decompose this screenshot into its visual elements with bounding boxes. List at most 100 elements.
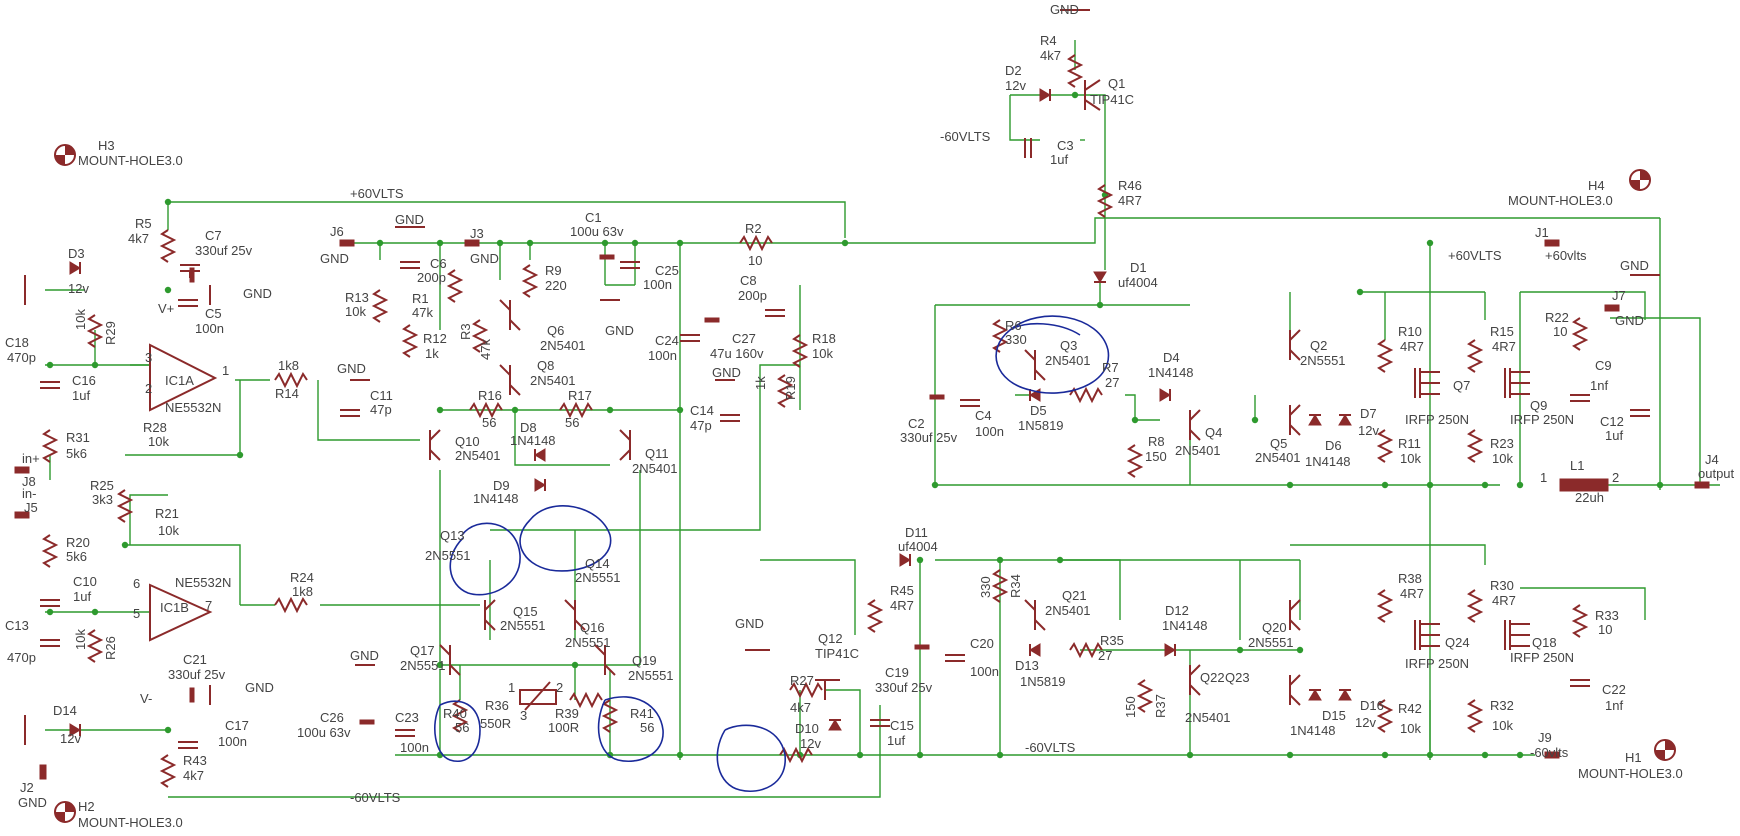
c13-value: 470p — [7, 650, 36, 665]
r9-ref: R9 — [545, 263, 562, 278]
r23-ref: R23 — [1490, 436, 1514, 451]
r27-ref: R27 — [790, 673, 814, 688]
l1-ref: L1 — [1570, 458, 1584, 473]
q18-value: IRFP 250N — [1510, 650, 1574, 665]
r33-value: 10 — [1598, 622, 1612, 637]
r11-value: 10k — [1400, 451, 1421, 466]
r7-ref: R7 — [1102, 360, 1119, 375]
q10-ref: Q10 — [455, 434, 480, 449]
q3-value: 2N5401 — [1045, 353, 1091, 368]
h3-ref: H3 — [98, 138, 115, 153]
h4-type: MOUNT-HOLE3.0 — [1508, 193, 1613, 208]
r4-value: 4k7 — [1040, 48, 1061, 63]
j8-ref: J8 — [22, 474, 36, 489]
q12-value: TIP41C — [815, 646, 859, 661]
r2-value: 10 — [748, 253, 762, 268]
r43-ref: R43 — [183, 753, 207, 768]
c11-ref: C11 — [370, 388, 393, 403]
c7-value: 330uf 25v — [195, 243, 253, 258]
d14-value: 12v — [60, 731, 81, 746]
d1-ref: D1 — [1130, 260, 1147, 275]
q23-ref: Q23 — [1225, 670, 1250, 685]
q20-value: 2N5551 — [1248, 635, 1294, 650]
c5-value: 100n — [195, 321, 224, 336]
r24-ref: R24 — [290, 570, 314, 585]
ic1a-ref: IC1A — [165, 373, 194, 388]
c3-ref: C3 — [1057, 138, 1074, 153]
c24-ref: C24 — [655, 333, 679, 348]
c4-value: 100n — [975, 424, 1004, 439]
gnd-j7-top: GND — [1620, 258, 1649, 273]
c11-value: 47p — [370, 402, 392, 417]
c9-ref: C9 — [1595, 358, 1612, 373]
r42-ref: R42 — [1398, 701, 1422, 716]
r24-value: 1k8 — [292, 584, 313, 599]
q12-ref: Q12 — [818, 631, 843, 646]
r12-ref: R12 — [423, 331, 447, 346]
j4-label: output — [1698, 466, 1735, 481]
gnd-j6: GND — [320, 251, 349, 266]
r42-value: 10k — [1400, 721, 1421, 736]
r40-ref: R40 — [443, 706, 467, 721]
h1-type: MOUNT-HOLE3.0 — [1578, 766, 1683, 781]
d3-value: 12v — [68, 281, 89, 296]
r23-value: 10k — [1492, 451, 1513, 466]
q16-ref: Q16 — [580, 620, 605, 635]
j2-label: GND — [18, 795, 47, 810]
c6-ref: C6 — [430, 256, 447, 271]
d16-ref: D16 — [1360, 698, 1384, 713]
c21-value: 330uf 25v — [168, 667, 226, 682]
c19-value: 330uf 25v — [875, 680, 933, 695]
d7-value: 12v — [1358, 423, 1379, 438]
gnd-j3: GND — [470, 251, 499, 266]
r37-ref: R37 — [1153, 694, 1168, 718]
r7-value: 27 — [1105, 375, 1119, 390]
ic1a-pin-minus: 2 — [145, 381, 152, 396]
r36-ref: R36 — [485, 698, 509, 713]
c20-value: 100n — [970, 664, 999, 679]
q5-value: 2N5401 — [1255, 450, 1301, 465]
r3-value: 47k — [478, 339, 493, 360]
c1-ref: C1 — [585, 210, 602, 225]
r25-ref: R25 — [90, 478, 114, 493]
wires — [45, 40, 1720, 798]
j4-ref: J4 — [1705, 452, 1719, 467]
q16-value: 2N5551 — [565, 635, 611, 650]
gnd-j7: GND — [1615, 313, 1644, 328]
d11-ref: D11 — [905, 525, 928, 540]
d9-value: 1N4148 — [473, 491, 519, 506]
d4-value: 1N4148 — [1148, 365, 1194, 380]
connector-labels: J1 +60vlts J2 GND J3 J4 output J5 in- J6… — [18, 224, 1735, 810]
r28-value: 10k — [148, 434, 169, 449]
gnd-c21: GND — [245, 680, 274, 695]
c12-value: 1uf — [1605, 428, 1623, 443]
c5-ref: C5 — [205, 306, 222, 321]
r34-ref: R34 — [1008, 574, 1023, 598]
r1-value: 47k — [412, 305, 433, 320]
h1-ref: H1 — [1625, 750, 1642, 765]
r21-ref: R21 — [155, 506, 179, 521]
r36-pin1: 1 — [508, 680, 515, 695]
r13-ref: R13 — [345, 290, 369, 305]
r14-ref: R14 — [275, 386, 299, 401]
r35-value: 27 — [1098, 648, 1112, 663]
gnd-q12: GND — [735, 616, 764, 631]
d2-ref: D2 — [1005, 63, 1022, 78]
r32-value: 10k — [1492, 718, 1513, 733]
j3-ref: J3 — [470, 226, 484, 241]
q6-ref: Q6 — [547, 323, 564, 338]
ic1a-pin-out: 1 — [222, 363, 229, 378]
c17-value: 100n — [218, 734, 247, 749]
r17-ref: R17 — [568, 388, 592, 403]
h2-type: MOUNT-HOLE3.0 — [78, 815, 183, 830]
c26-value: 100u 63v — [297, 725, 351, 740]
q21-value: 2N5401 — [1045, 603, 1091, 618]
r30-ref: R30 — [1490, 578, 1514, 593]
c16-value: 1uf — [72, 388, 90, 403]
c26-ref: C26 — [320, 710, 344, 725]
r2-ref: R2 — [745, 221, 762, 236]
net-labels: +60VLTS +60VLTS -60VLTS -60VLTS -60VLTS … — [140, 2, 1649, 805]
